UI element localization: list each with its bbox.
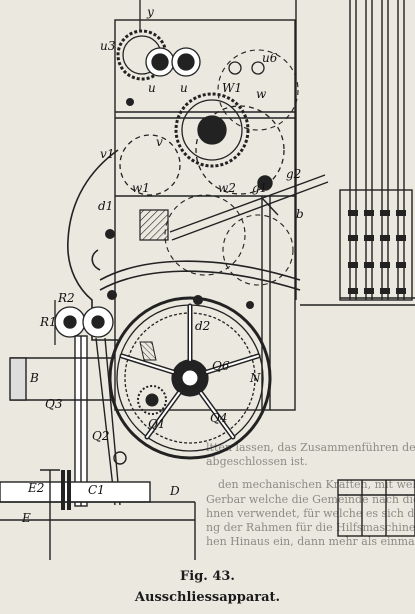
label-w: w [256, 87, 267, 101]
label-u6: u6 [262, 51, 278, 65]
bleed-through-line: ltten lassen, das Zusammenführen der Log [206, 441, 415, 454]
hatched-block [139, 209, 169, 241]
label-v: v [156, 135, 163, 149]
right-frame-rails [295, 0, 415, 306]
mechanism-drawing: y u3 u u u6 w W1 v1 v w1 w2 g1 g2 b d1 d… [0, 0, 415, 560]
rail-clips [348, 210, 406, 294]
label-D: D [169, 484, 180, 498]
label-y: y [146, 5, 154, 19]
label-u: u [148, 81, 156, 95]
technical-drawing: y u3 u u u6 w W1 v1 v w1 w2 g1 g2 b d1 d… [0, 0, 415, 560]
label-Q6: Q6 [212, 359, 230, 373]
label-Q2: Q2 [92, 429, 109, 443]
label-u-right: u [180, 81, 188, 95]
label-E: E [21, 511, 31, 525]
bolt-stack [61, 470, 71, 510]
label-R2: R2 [57, 291, 75, 305]
machine-frame [114, 19, 296, 411]
label-B: B [29, 371, 39, 385]
bleed-through-line: ng der Rahmen für die Hilfsmaschine der … [206, 521, 415, 534]
label-d1: d1 [98, 199, 113, 213]
feed-rollers [54, 300, 114, 345]
bolts [105, 98, 265, 309]
slide-rail [169, 174, 329, 241]
label-u3: u3 [100, 39, 116, 53]
label-E2: E2 [27, 481, 44, 495]
bleed-through-line: den mechanischen Kräften, mit welchem [218, 478, 415, 491]
top-gear [116, 0, 265, 81]
bleed-through-line: abgeschlossen ist. [206, 455, 308, 468]
label-w2: w2 [218, 181, 236, 195]
upper-middle-gear [119, 92, 285, 196]
figure-number: Fig. 43. [180, 569, 235, 584]
label-w1: w1 [132, 181, 150, 195]
label-C1: C1 [88, 483, 105, 497]
bleed-through-line: hen Hinaus ein, dann mehr als einmal [206, 535, 415, 548]
label-R1: R1 [39, 315, 57, 329]
label-b: b [296, 207, 304, 221]
label-W1: W1 [222, 81, 242, 95]
label-Q1: Q1 [148, 417, 165, 431]
bottom-plate [0, 469, 415, 560]
main-wheel [108, 296, 272, 460]
label-g2: g2 [286, 167, 301, 181]
label-d2: d2 [195, 319, 210, 333]
dashed-circles [164, 49, 299, 286]
bleed-through-line: Gerbar welche die Gemeinde nach dieser [206, 493, 415, 506]
label-N: N [249, 371, 261, 385]
label-g1: g1 [252, 181, 267, 195]
label-Q3: Q3 [45, 397, 63, 411]
label-Q4: Q4 [210, 411, 227, 425]
left-guide [9, 335, 127, 507]
label-v1: v1 [100, 147, 114, 161]
bleed-through-line: hnen verwendet, für welche es sich den e… [206, 507, 415, 520]
figure-title: Ausschliessapparat. [134, 590, 281, 605]
housing [67, 149, 301, 341]
